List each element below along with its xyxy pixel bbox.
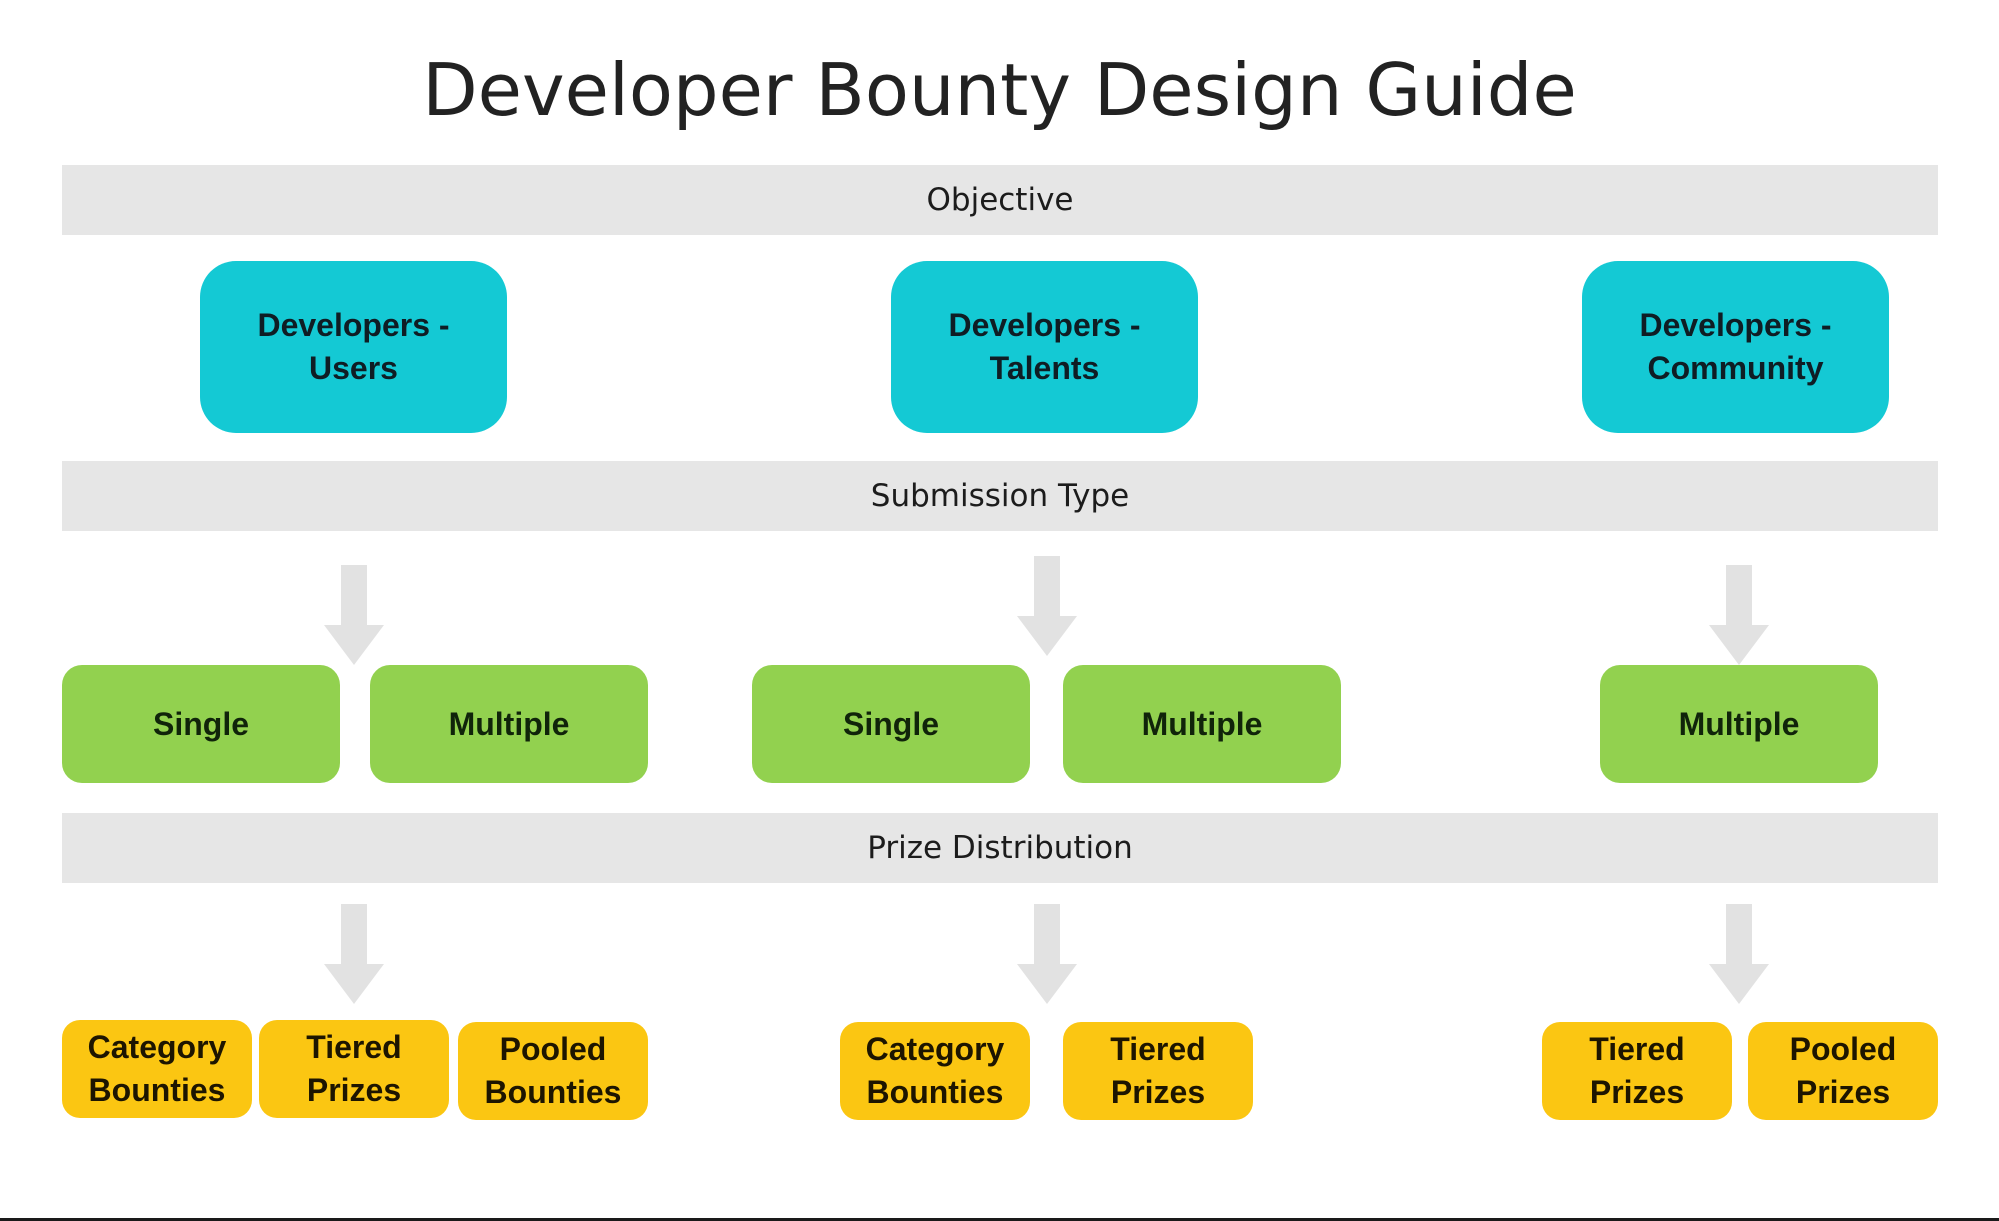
down-arrow-icon — [324, 565, 384, 665]
objective-box-talents: Developers - Talents — [891, 261, 1198, 433]
prize-line2: Bounties — [866, 1074, 1004, 1110]
prize-line1: Tiered — [306, 1029, 402, 1065]
band-prize-distribution: Prize Distribution — [62, 813, 1938, 883]
down-arrow-icon — [1709, 904, 1769, 1004]
prize-line2: Prizes — [1589, 1074, 1685, 1110]
submission-box-multiple: Multiple — [1063, 665, 1341, 783]
band-submission-type: Submission Type — [62, 461, 1938, 531]
objective-box-users: Developers - Users — [200, 261, 507, 433]
down-arrow-icon — [1709, 565, 1769, 665]
objective-line2: Community — [1647, 350, 1824, 386]
prize-line2: Prizes — [1795, 1074, 1891, 1110]
prize-line1: Pooled — [499, 1031, 607, 1067]
submission-box-multiple: Multiple — [1600, 665, 1878, 783]
prize-line2: Bounties — [88, 1072, 226, 1108]
objective-line1: Developers - — [1639, 307, 1832, 343]
objective-line2: Users — [309, 350, 398, 386]
prize-line1: Pooled — [1789, 1031, 1897, 1067]
prize-line2: Bounties — [484, 1074, 622, 1110]
prize-line1: Tiered — [1589, 1031, 1685, 1067]
objective-line1: Developers - — [257, 307, 450, 343]
submission-box-multiple: Multiple — [370, 665, 648, 783]
down-arrow-icon — [1017, 556, 1077, 656]
submission-box-single: Single — [752, 665, 1030, 783]
band-objective: Objective — [62, 165, 1938, 235]
prize-line1: Category — [87, 1029, 227, 1065]
objective-box-community: Developers - Community — [1582, 261, 1889, 433]
objective-line2: Talents — [989, 350, 1100, 386]
prize-line2: Prizes — [306, 1072, 402, 1108]
prize-line2: Prizes — [1110, 1074, 1206, 1110]
objective-line1: Developers - — [948, 307, 1141, 343]
prize-line1: Tiered — [1110, 1031, 1206, 1067]
prize-line1: Category — [865, 1031, 1005, 1067]
bottom-border — [0, 1218, 1999, 1221]
down-arrow-icon — [324, 904, 384, 1004]
page-title: Developer Bounty Design Guide — [422, 48, 1577, 132]
submission-box-single: Single — [62, 665, 340, 783]
down-arrow-icon — [1017, 904, 1077, 1004]
